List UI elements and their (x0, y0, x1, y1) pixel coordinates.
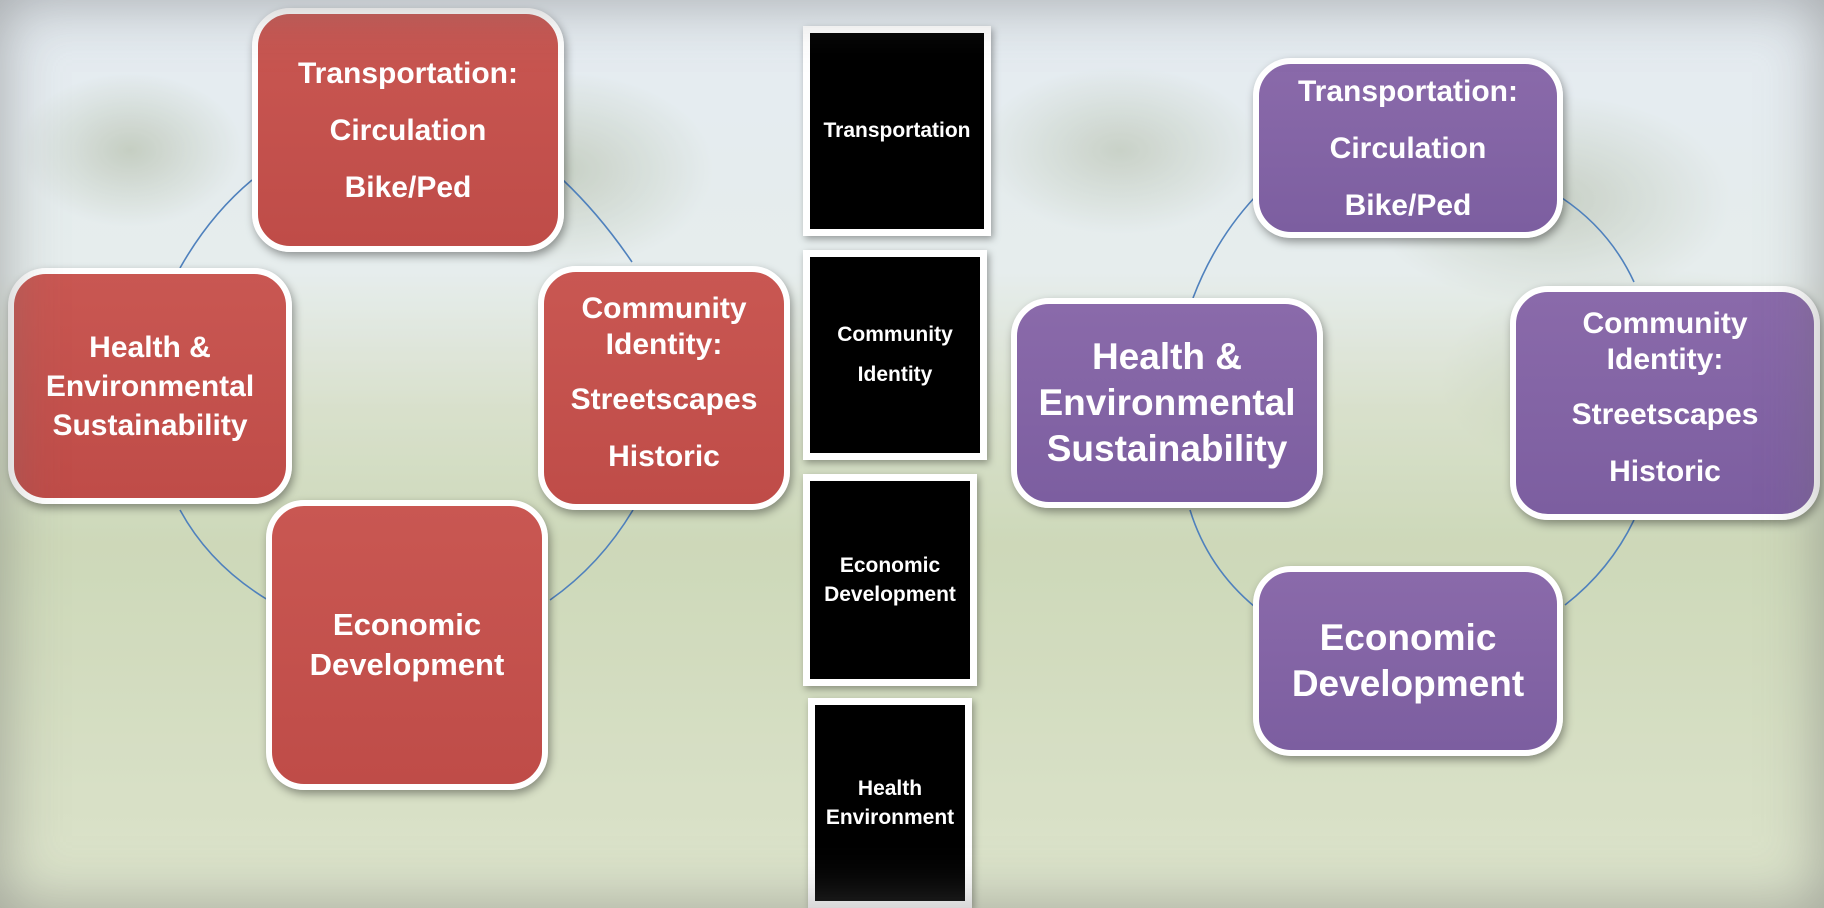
left-node-health-sustainability: Health & Environmental Sustainability (8, 268, 292, 504)
middle-card-transportation-label: Transportation (823, 119, 971, 143)
right-transportation-line3: Bike/Ped (1344, 188, 1472, 222)
middle-card-health-environment: Health Environment (808, 698, 972, 908)
right-connector-health-transport (1192, 196, 1256, 299)
right-node-economic-development: Economic Development (1253, 566, 1563, 756)
right-connector-transport-community (1561, 197, 1635, 283)
middle-card-economic-development-label: Economic Development (824, 553, 956, 606)
left-economic-text: Economic Development (309, 606, 505, 682)
middle-card-economic-development: Economic Development (803, 474, 977, 686)
middle-card-health-environment-label: Health Environment (825, 776, 955, 829)
left-connector-transport-community (562, 179, 633, 263)
left-community-line2: Streetscapes (570, 383, 758, 416)
left-connector-community-economic (549, 509, 634, 601)
left-transportation-line1: Transportation: (297, 56, 518, 90)
right-connector-community-economic (1564, 519, 1635, 606)
right-community-line1: Community Identity: (1582, 307, 1748, 376)
left-connector-economic-health (179, 509, 269, 601)
right-health-text: Health & Environmental Sustainability (1038, 335, 1296, 470)
left-community-line1: Community Identity: (581, 292, 747, 361)
middle-card-transportation: Transportation (803, 26, 991, 236)
right-economic-text: Economic Development (1291, 616, 1525, 704)
right-community-line3: Historic (1609, 455, 1721, 488)
left-node-economic-development: Economic Development (266, 500, 548, 790)
middle-card-community-identity-label: Community Identity (837, 323, 953, 386)
left-community-line3: Historic (608, 440, 720, 473)
right-node-health-sustainability: Health & Environmental Sustainability (1011, 298, 1323, 508)
left-health-text: Health & Environmental Sustainability (45, 330, 255, 442)
right-node-transportation: Transportation: Circulation Bike/Ped (1253, 58, 1563, 238)
right-transportation-line2: Circulation (1329, 131, 1487, 165)
left-transportation-line2: Circulation (329, 113, 487, 147)
left-node-transportation: Transportation: Circulation Bike/Ped (252, 8, 564, 252)
right-node-community-identity: Community Identity: Streetscapes Histori… (1510, 286, 1820, 520)
left-node-community-identity: Community Identity: Streetscapes Histori… (538, 266, 790, 510)
middle-card-community-identity: Community Identity (803, 250, 987, 460)
right-transportation-line1: Transportation: (1297, 74, 1518, 108)
left-connector-health-transport (179, 179, 253, 269)
left-transportation-line3: Bike/Ped (344, 170, 472, 204)
right-connector-economic-health (1189, 509, 1256, 608)
right-community-line2: Streetscapes (1571, 398, 1759, 431)
